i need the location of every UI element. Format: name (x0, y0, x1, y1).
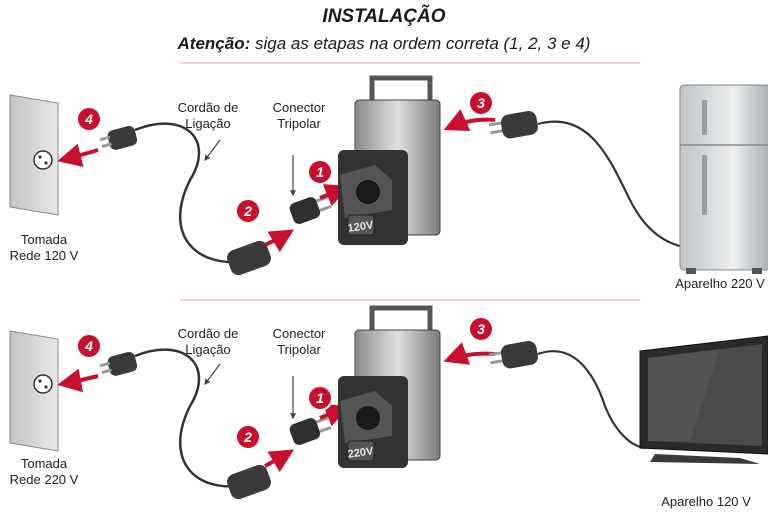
connection-cord (134, 348, 241, 488)
outlet-label: Tomada Rede 220 V (9, 456, 79, 487)
diagram-title: INSTALAÇÃO (322, 6, 446, 27)
step-number: 2 (243, 429, 252, 445)
panel-bottom (9, 305, 768, 500)
step-number: 3 (477, 95, 485, 111)
cord-socket-end (227, 240, 271, 276)
step-badge-3: 3 (468, 90, 494, 116)
transformer-icon (338, 305, 441, 468)
transformer-voltage-badge: 120V (347, 219, 375, 235)
step-badges: 4 2 1 3 4 2 1 3 (76, 90, 494, 450)
diagram-subtitle: Atenção: siga as etapas na ordem correta… (0, 34, 768, 54)
step-number: 3 (477, 321, 485, 337)
outlet-label: Tomada Rede 120 V (9, 232, 79, 263)
appliance-plug-icon (488, 341, 539, 369)
cord-label: Cordão de Ligação (177, 326, 239, 357)
arrow-step-4 (57, 368, 99, 393)
transformer-voltage-badge: 220V (347, 445, 375, 461)
arrow-step-2 (264, 229, 295, 253)
wall-outlet-icon (9, 330, 59, 452)
appliance-plug-icon (488, 111, 539, 139)
step-number: 1 (316, 164, 324, 180)
panel-top (9, 75, 768, 276)
step-badge-2: 2 (235, 198, 261, 224)
connector-label: Conector Tripolar (272, 100, 326, 131)
appliance-label: Aparelho 120 V (661, 494, 751, 509)
arrow-step-3 (443, 342, 496, 365)
step-badge-2: 2 (235, 424, 261, 450)
wall-outlet-icon (9, 94, 59, 216)
step-badge-4: 4 (76, 106, 102, 132)
step-number: 4 (84, 111, 93, 127)
arrow-step-2 (264, 449, 295, 473)
transformer-icon (338, 75, 441, 245)
arrow-step-3 (443, 109, 496, 131)
subtitle-instructions: siga as etapas na ordem correta (1, 2, 3… (250, 34, 591, 53)
step-number: 4 (84, 338, 93, 354)
cord-label: Cordão de Ligação (177, 100, 239, 131)
step-badge-4: 4 (76, 333, 102, 359)
step-badge-1: 1 (307, 385, 333, 411)
step-number: 2 (243, 203, 252, 219)
cord-plug-icon (99, 351, 138, 376)
connector-label: Conector Tripolar (272, 326, 326, 357)
cord-plug-icon (99, 125, 138, 150)
connection-cord (134, 122, 241, 264)
arrow-step-4 (57, 143, 99, 167)
refrigerator-icon (679, 84, 768, 274)
tripolar-connector-icon (289, 416, 332, 445)
television-icon (639, 335, 768, 464)
step-badge-3: 3 (468, 316, 494, 342)
step-number: 1 (316, 390, 324, 406)
step-badge-1: 1 (307, 159, 333, 185)
appliance-label: Aparelho 220 V (675, 276, 765, 291)
cord-socket-end (227, 464, 271, 500)
subtitle-attention: Atenção: (177, 34, 251, 53)
